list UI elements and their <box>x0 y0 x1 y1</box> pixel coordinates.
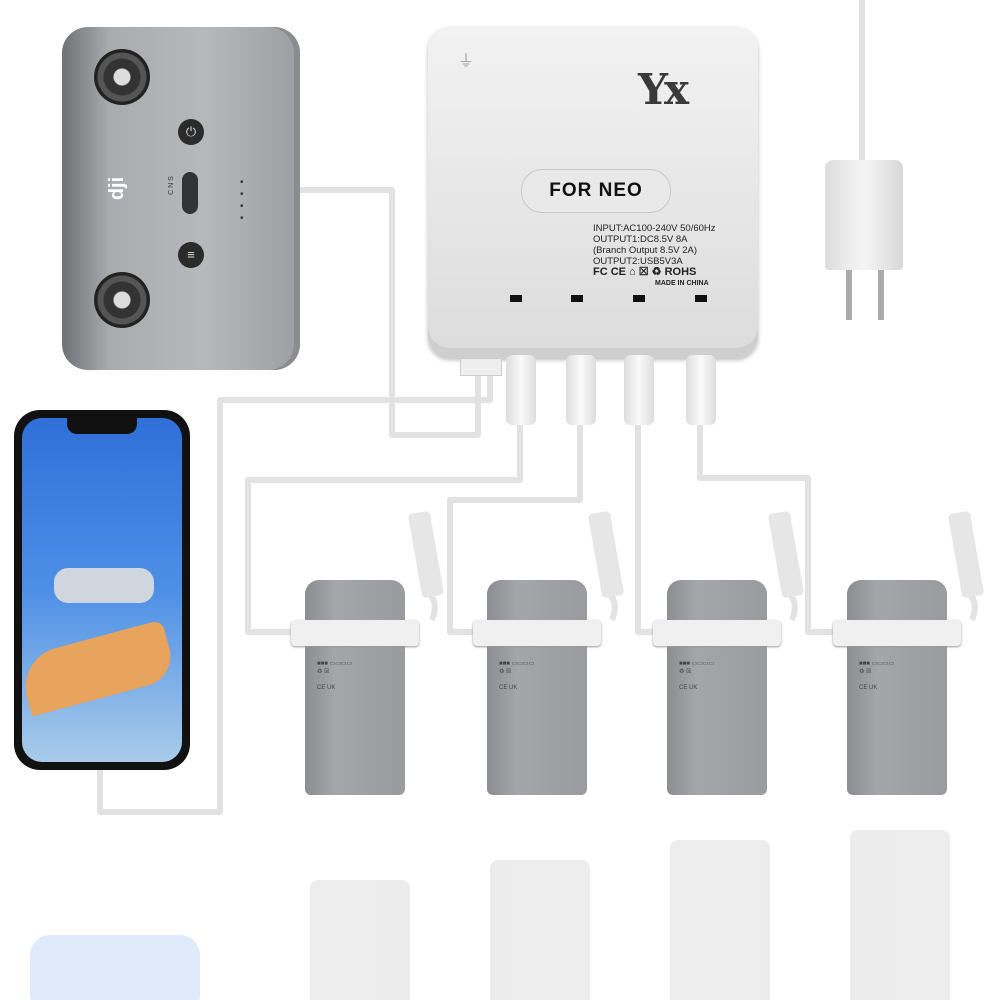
phone-cable <box>97 360 493 815</box>
plug-prong <box>846 270 852 320</box>
battery: ■■■ ▭▭▭▭♻ ☒CE UK <box>473 580 601 795</box>
battery-label: ■■■ ▭▭▭▭♻ ☒CE UK <box>317 661 353 691</box>
battery-adapter <box>833 620 961 646</box>
status-led <box>695 295 707 302</box>
battery-cable-4 <box>697 425 845 635</box>
remote-controller: ⏻ ≡ dji C N S •••• <box>62 27 300 370</box>
battery-adapter <box>291 620 419 646</box>
spec-line: OUTPUT2:USB5V3A <box>593 256 683 267</box>
plug-prong <box>878 270 884 320</box>
certification-marks: FC CE ⌂ ☒ ♻ ROHS <box>593 266 697 278</box>
battery-label: ■■■ ▭▭▭▭♻ ☒CE UK <box>859 661 895 691</box>
battery-cable-2 <box>447 425 583 635</box>
power-icon: ⏻ <box>178 119 204 145</box>
status-led <box>571 295 583 302</box>
battery: ■■■ ▭▭▭▭♻ ☒CE UK <box>291 580 419 795</box>
battery: ■■■ ▭▭▭▭♻ ☒CE UK <box>653 580 781 795</box>
phone-notch <box>67 418 137 434</box>
usb-port <box>460 358 502 376</box>
right-joystick <box>94 272 150 328</box>
mode-switch <box>182 172 198 214</box>
battery: ■■■ ▭▭▭▭♻ ☒CE UK <box>833 580 961 795</box>
battery-adapter <box>473 620 601 646</box>
hand-image <box>22 619 178 717</box>
origin-label: MADE IN CHINA <box>655 280 709 287</box>
output-connector <box>686 355 716 425</box>
controller-cable <box>300 187 481 438</box>
spec-line: INPUT:AC100-240V 50/60Hz <box>593 223 716 234</box>
status-led <box>510 295 522 302</box>
battery-cable-1 <box>245 425 523 635</box>
battery-label: ■■■ ▭▭▭▭♻ ☒CE UK <box>499 661 535 691</box>
dji-logo: dji <box>106 176 129 201</box>
model-label: FOR NEO <box>521 169 671 213</box>
phone-screen <box>22 418 182 762</box>
battery-cable-3 <box>635 425 665 635</box>
spec-label: INPUT:AC100-240V 50/60Hz OUTPUT1:DC8.5V … <box>593 223 753 289</box>
mode-labels: C N S <box>167 176 175 195</box>
status-led <box>633 295 645 302</box>
left-joystick <box>94 49 150 105</box>
charging-hub: ⏚ Yx FOR NEO INPUT:AC100-240V 50/60Hz OU… <box>428 27 758 358</box>
output-connector <box>506 355 536 425</box>
battery-adapter <box>653 620 781 646</box>
battery-indicator-icon: •••• <box>240 177 244 224</box>
output-connector <box>624 355 654 425</box>
spec-line: OUTPUT1:DC8.5V 8A <box>593 234 688 245</box>
output-connector <box>566 355 596 425</box>
return-home-icon: ≡ <box>178 242 204 268</box>
drone-image <box>54 568 154 603</box>
smartphone <box>14 410 190 770</box>
power-plug <box>825 160 903 270</box>
battery-label: ■■■ ▭▭▭▭♻ ☒CE UK <box>679 661 715 691</box>
spec-line: (Branch Output 8.5V 2A) <box>593 245 698 256</box>
brand-logo: Yx <box>638 65 689 114</box>
plug-icon: ⏚ <box>458 53 475 70</box>
